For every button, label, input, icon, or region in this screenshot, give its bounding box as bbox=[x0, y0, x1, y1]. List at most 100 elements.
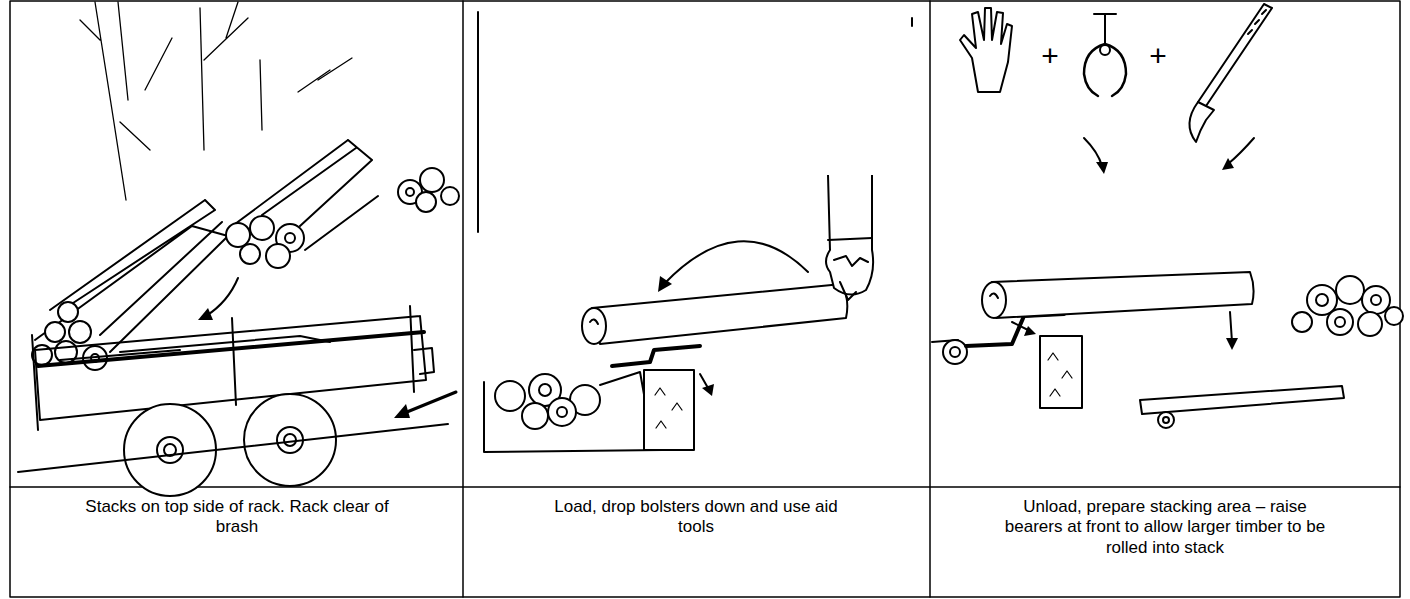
drop-arrow bbox=[700, 374, 714, 396]
hand-icon bbox=[960, 8, 1012, 92]
log-bundle bbox=[35, 200, 228, 352]
timber-trailer bbox=[32, 306, 434, 430]
pickaroon-icon bbox=[1189, 4, 1272, 142]
post-line bbox=[477, 12, 479, 232]
table-grid bbox=[10, 1, 1400, 597]
log-bundle bbox=[235, 140, 378, 250]
small-log bbox=[950, 347, 960, 357]
pickaroon-icon bbox=[1198, 4, 1272, 106]
hand-icon bbox=[960, 8, 1012, 92]
timber-trailer bbox=[18, 306, 448, 496]
log-stack bbox=[1327, 309, 1353, 335]
timber-trailer bbox=[38, 332, 424, 366]
small-log bbox=[932, 340, 967, 364]
raised-bearer bbox=[1163, 417, 1169, 423]
table-grid bbox=[10, 1, 1400, 597]
roll-arrow bbox=[1012, 322, 1028, 330]
direction-arrow bbox=[198, 278, 238, 320]
timber-trailer bbox=[18, 424, 448, 472]
pickaroon-icon bbox=[1189, 102, 1214, 142]
direction-arrow bbox=[394, 392, 456, 418]
pickaroon-icon bbox=[1248, 10, 1266, 34]
log-stack bbox=[1335, 317, 1345, 327]
log-bundle bbox=[250, 216, 274, 240]
roll-arrow bbox=[1012, 312, 1238, 350]
timber-trailer bbox=[157, 437, 183, 463]
log-tongs-icon bbox=[1094, 14, 1116, 44]
motion-arrow bbox=[1084, 138, 1102, 166]
log-pile bbox=[398, 168, 459, 212]
motion-arrow bbox=[1096, 162, 1108, 174]
caption-text: Unload, prepare stacking area – raise be… bbox=[995, 497, 1335, 558]
plus-sign: + bbox=[1030, 38, 1070, 74]
post-line bbox=[911, 18, 913, 26]
bolster-block bbox=[612, 346, 700, 366]
log-tongs-icon bbox=[1084, 44, 1126, 96]
bolster-block bbox=[655, 388, 682, 428]
rolled-log bbox=[982, 272, 1254, 318]
timber-trailer bbox=[60, 336, 330, 360]
drop-arrow bbox=[700, 374, 708, 388]
bolster-block bbox=[612, 346, 700, 450]
lifted-log bbox=[592, 284, 847, 344]
log-stack bbox=[1371, 295, 1381, 305]
log-stack bbox=[484, 372, 662, 452]
lifting-hand bbox=[826, 175, 873, 300]
log-stack bbox=[557, 407, 567, 417]
roll-arrow bbox=[1024, 326, 1036, 336]
bolster-block bbox=[644, 370, 694, 450]
motion-arrow bbox=[1084, 138, 1254, 174]
lifted-log bbox=[582, 284, 847, 344]
timber-trailer bbox=[244, 394, 336, 486]
timber-trailer bbox=[35, 316, 426, 420]
motion-arrow bbox=[658, 241, 808, 292]
motion-arrow bbox=[664, 241, 808, 284]
log-stack bbox=[548, 398, 576, 426]
log-bundle bbox=[226, 223, 250, 247]
motion-arrow bbox=[658, 276, 672, 292]
forest-trees bbox=[80, 2, 352, 200]
log-stack bbox=[1358, 312, 1382, 336]
table-grid bbox=[462, 1, 464, 597]
log-stack bbox=[1316, 294, 1328, 306]
log-pile bbox=[441, 187, 459, 205]
log-stack bbox=[522, 403, 548, 429]
log-stack bbox=[600, 372, 645, 400]
log-pile bbox=[406, 188, 414, 196]
raised-bearer bbox=[1140, 386, 1344, 414]
roll-arrow bbox=[1230, 312, 1232, 342]
log-stack bbox=[1292, 312, 1312, 332]
log-bundle bbox=[285, 233, 295, 243]
log-bundle bbox=[45, 322, 65, 342]
log-stack bbox=[539, 384, 551, 396]
log-bundle bbox=[69, 321, 91, 343]
rolled-log bbox=[982, 282, 1006, 318]
log-bundle bbox=[58, 302, 78, 322]
log-stack bbox=[484, 380, 662, 452]
timber-trailer bbox=[284, 434, 296, 446]
log-stack bbox=[495, 381, 525, 411]
log-bundle bbox=[240, 244, 260, 264]
raised-bearer bbox=[1140, 386, 1344, 428]
small-log bbox=[943, 340, 967, 364]
rolled-log bbox=[990, 293, 998, 298]
log-bundle bbox=[226, 140, 378, 268]
lifted-log bbox=[582, 308, 606, 344]
log-stack bbox=[1336, 276, 1364, 304]
rolled-log bbox=[992, 272, 1254, 318]
direction-arrow bbox=[206, 278, 238, 316]
raised-bearer bbox=[1158, 412, 1174, 428]
log-tongs-icon bbox=[1084, 14, 1126, 96]
roll-arrow bbox=[1226, 338, 1238, 350]
log-stack bbox=[1385, 307, 1403, 325]
log-pile bbox=[420, 168, 444, 192]
motion-arrow bbox=[1222, 158, 1234, 170]
table-grid bbox=[10, 486, 1400, 488]
bolster-block bbox=[966, 314, 1082, 408]
direction-arrow bbox=[402, 392, 456, 414]
log-tongs-icon bbox=[1100, 45, 1110, 55]
caption-text: Load, drop bolsters down and use aid too… bbox=[546, 497, 846, 538]
log-stack bbox=[1292, 276, 1403, 336]
log-pile bbox=[416, 192, 436, 212]
log-bundle bbox=[266, 244, 290, 268]
